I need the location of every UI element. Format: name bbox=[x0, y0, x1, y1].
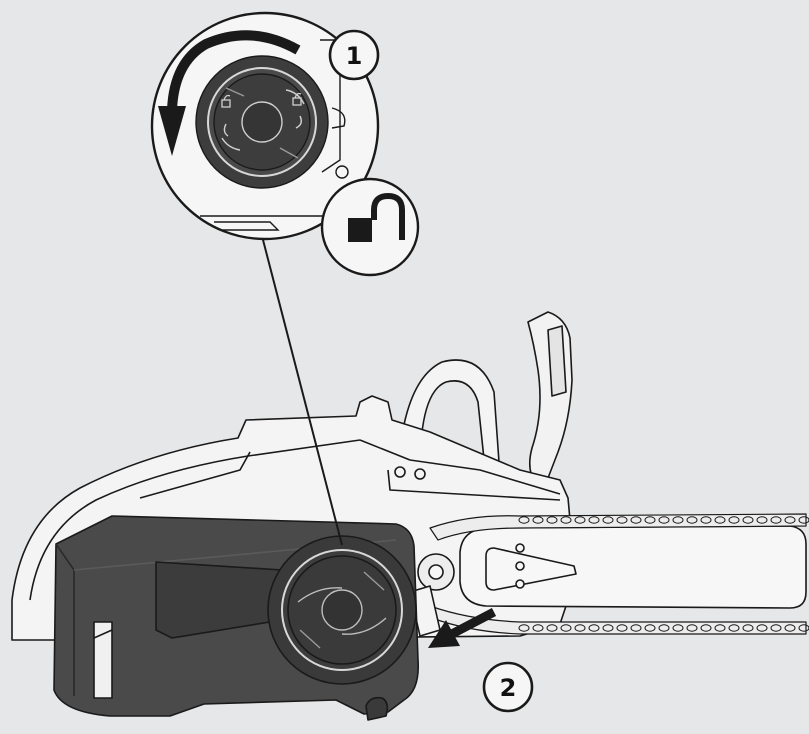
chain-link bbox=[644, 624, 656, 632]
chain-link bbox=[700, 624, 712, 632]
chain-link bbox=[686, 624, 698, 632]
chain-link bbox=[798, 516, 809, 524]
chain-link bbox=[518, 624, 530, 632]
step-2-badge: 2 bbox=[482, 661, 534, 713]
chain-link bbox=[770, 624, 782, 632]
chain-link bbox=[588, 516, 600, 524]
chain-link bbox=[602, 516, 614, 524]
chain-link bbox=[574, 624, 586, 632]
chain-link bbox=[728, 516, 740, 524]
rotate-counterclockwise-arrow-icon bbox=[158, 30, 301, 156]
chain-link bbox=[770, 516, 782, 524]
chain-link bbox=[546, 624, 558, 632]
chain-link bbox=[518, 516, 530, 524]
chain-link bbox=[784, 624, 796, 632]
unlock-padlock-icon bbox=[320, 177, 420, 277]
chain-link bbox=[686, 516, 698, 524]
cover-inset-panel bbox=[155, 561, 283, 639]
chain-link bbox=[756, 516, 768, 524]
chain-link bbox=[616, 516, 628, 524]
chain-link bbox=[644, 516, 656, 524]
detail-connector-line bbox=[261, 235, 343, 546]
knob-lock-symbol-left bbox=[221, 94, 231, 108]
chain-link bbox=[602, 624, 614, 632]
chain-link bbox=[756, 624, 768, 632]
chain-links bbox=[518, 516, 809, 632]
chain-link bbox=[560, 516, 572, 524]
push-direction-arrow-icon bbox=[428, 608, 497, 648]
chain-link bbox=[546, 516, 558, 524]
chain-link bbox=[658, 624, 670, 632]
knob-lock-symbol-right bbox=[292, 92, 302, 106]
chain-link bbox=[742, 516, 754, 524]
step-1-number: 1 bbox=[346, 42, 363, 70]
step-1-badge: 1 bbox=[328, 29, 380, 81]
cover-latch bbox=[93, 621, 113, 699]
chain-link bbox=[728, 624, 740, 632]
chain-link bbox=[588, 624, 600, 632]
chain-link bbox=[560, 624, 572, 632]
detail-magnifier bbox=[150, 11, 380, 241]
step-2-number: 2 bbox=[500, 674, 517, 702]
chain-link bbox=[672, 516, 684, 524]
chain-link bbox=[798, 624, 809, 632]
chain-link bbox=[630, 624, 642, 632]
chain-link bbox=[672, 624, 684, 632]
chain-link bbox=[742, 624, 754, 632]
chain-link bbox=[616, 624, 628, 632]
saw-chain bbox=[429, 513, 807, 635]
chain-link bbox=[700, 516, 712, 524]
chain-link bbox=[532, 516, 544, 524]
chain-link bbox=[658, 516, 670, 524]
chain-link bbox=[784, 516, 796, 524]
chain-link bbox=[714, 516, 726, 524]
chain-link bbox=[532, 624, 544, 632]
chain-link bbox=[630, 516, 642, 524]
guide-bar bbox=[459, 525, 807, 609]
chain-link bbox=[574, 516, 586, 524]
chain-tensioning-knob[interactable] bbox=[267, 535, 417, 685]
chain-link bbox=[714, 624, 726, 632]
